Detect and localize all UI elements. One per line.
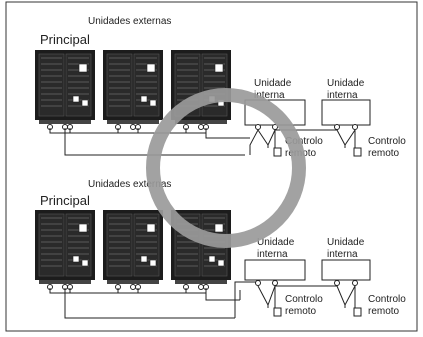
indoor-unit-4: Unidade interna Controlo remoto	[321, 237, 406, 317]
outdoor-units-label: Unidades externas	[88, 16, 171, 27]
remote-controller-box	[353, 307, 362, 317]
svg-text:Unidade: Unidade	[254, 78, 292, 89]
svg-text:interna: interna	[257, 249, 288, 260]
outdoor-wiring	[49, 128, 250, 156]
svg-text:Controlo: Controlo	[368, 294, 406, 305]
svg-text:Unidade: Unidade	[257, 237, 295, 248]
outdoor-units-label: Unidades externas	[88, 179, 171, 190]
diagram-frame	[5, 1, 418, 332]
svg-text:remoto: remoto	[368, 148, 400, 159]
outdoor-wiring	[49, 281, 258, 319]
svg-text:interna: interna	[327, 249, 358, 260]
row-1: Unidades externas Principal Unidade inte…	[35, 16, 406, 159]
row-2: Unidades externas Principal Unidade inte…	[35, 179, 406, 319]
svg-text:remoto: remoto	[368, 306, 400, 317]
svg-text:Controlo: Controlo	[368, 136, 406, 147]
svg-text:Unidade: Unidade	[327, 78, 365, 89]
outdoor-unit-4	[35, 210, 95, 290]
svg-text:Controlo: Controlo	[285, 136, 323, 147]
indoor-unit-3: Unidade interna Controlo remoto	[244, 237, 325, 317]
svg-text:remoto: remoto	[285, 306, 317, 317]
principal-label: Principal	[40, 193, 90, 208]
svg-text:interna: interna	[254, 90, 285, 101]
outdoor-unit-2	[103, 50, 163, 130]
correct-circle-icon	[146, 88, 306, 248]
outdoor-unit-5	[103, 210, 163, 290]
svg-text:interna: interna	[327, 90, 358, 101]
svg-text:Unidade: Unidade	[327, 237, 365, 248]
indoor-unit-2: Unidade interna Controlo remoto	[321, 78, 406, 159]
principal-label: Principal	[40, 32, 90, 47]
remote-controller-box	[273, 307, 282, 317]
remote-controller-box	[353, 147, 362, 157]
svg-text:Controlo: Controlo	[285, 294, 323, 305]
outdoor-unit-1	[35, 50, 95, 130]
remote-controller-box	[273, 147, 282, 157]
